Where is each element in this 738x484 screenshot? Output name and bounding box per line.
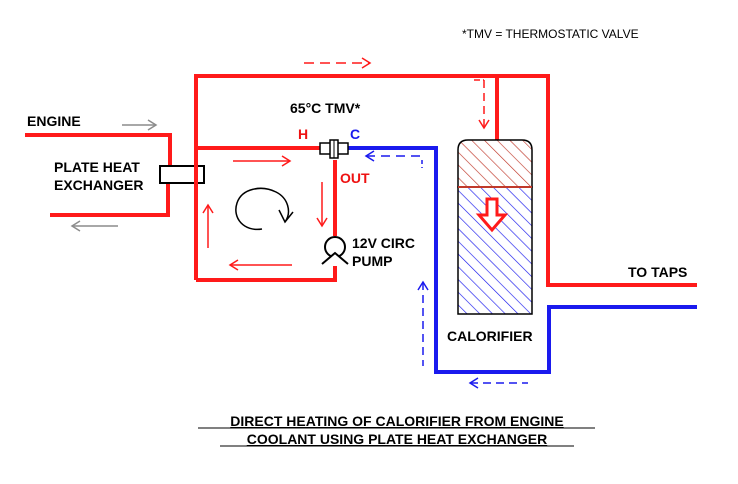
tmv-label: 65°C TMV* — [290, 100, 361, 116]
caption-line2: COOLANT USING PLATE HEAT EXCHANGER — [247, 431, 548, 447]
thermostatic-valve-icon — [319, 139, 349, 159]
exchanger-label-line2: EXCHANGER — [54, 177, 143, 193]
pump-label-line1: 12V CIRC — [352, 235, 415, 251]
cold-port-label: C — [350, 126, 360, 142]
hot-port-label: H — [298, 126, 308, 142]
engine-label: ENGINE — [27, 113, 81, 129]
engine-flow-arrows — [70, 119, 158, 232]
diagram-caption: DIRECT HEATING OF CALORIFIER FROM ENGINE… — [198, 413, 595, 447]
cold-dashed-arrows — [364, 150, 528, 389]
plate-heat-exchanger — [159, 165, 205, 184]
out-port-label: OUT — [340, 170, 370, 186]
hot-dashed-arrows — [304, 57, 490, 130]
heat-transfer-arrow — [475, 197, 509, 233]
exchanger-label-line1: PLATE HEAT — [54, 159, 140, 175]
hot-water-pipes — [194, 74, 697, 287]
calorifier-tank — [457, 139, 533, 315]
to-taps-label: TO TAPS — [628, 264, 687, 280]
circulation-rotation-icon — [235, 187, 294, 231]
engine-coolant-lines — [25, 133, 172, 217]
tmv-note: *TMV = THERMOSTATIC VALVE — [462, 27, 639, 41]
cold-water-pipes — [348, 146, 697, 374]
pump-label-line2: PUMP — [352, 253, 392, 269]
calorifier-label: CALORIFIER — [447, 328, 533, 344]
hot-flow-arrows — [202, 155, 328, 271]
caption-line1: DIRECT HEATING OF CALORIFIER FROM ENGINE — [230, 413, 563, 429]
circulation-pump-icon — [321, 236, 349, 265]
